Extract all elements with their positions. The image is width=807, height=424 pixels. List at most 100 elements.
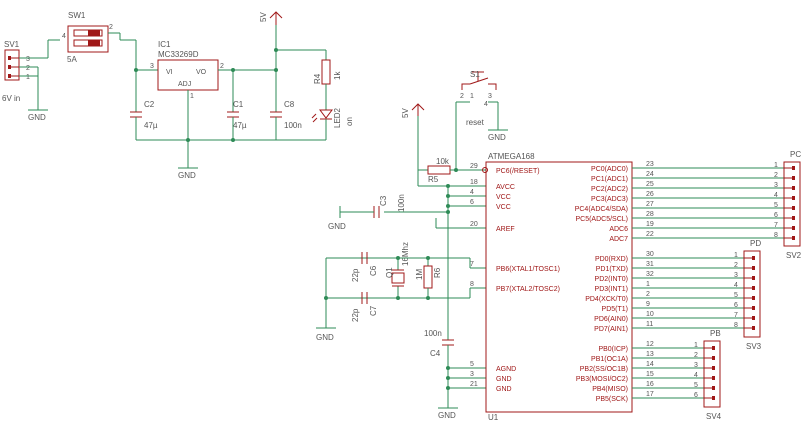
u1-pin-num: 21 [470,381,478,388]
u1-title: ATMEGA168 [488,152,535,161]
q1-name: Q1 [385,267,394,278]
s1-pin-4: 4 [484,101,488,108]
c7-name: C7 [369,305,378,316]
c3-value: 100n [397,194,406,212]
u1-pin-label: PD6(AIN0) [594,316,628,323]
sv1-connector: SV1 3 2 1 6V in [2,40,30,103]
pd-pin-num: 1 [734,252,738,259]
u1-pin-num: 28 [646,211,654,218]
pc-name: SV2 [786,251,802,260]
ic1-name: IC1 [158,40,171,49]
u1-name: U1 [488,413,499,422]
led2-diode: LED2 on [311,107,354,128]
u1-pin-label: PD4(XCK/T0) [585,296,628,303]
u1-pin-label: ADC6 [609,226,628,233]
u1-pin-label: PD7(AIN1) [594,326,628,333]
pb-pin-mark [712,366,715,370]
ic1-regulator: IC1 MC33269D VI VO ADJ 3 2 1 [150,40,224,100]
u1-pin-label: PB3(MOSI/OC2) [576,376,628,383]
supply-5v-top: 5V [259,11,283,25]
ic1-pin-adj: 1 [190,93,194,100]
c3-name: C3 [379,195,388,206]
sw1-switch: SW1 5A 4 2 [62,11,113,64]
u1-pin-num: 27 [646,201,654,208]
r6-resistor: 1M R6 [415,265,442,289]
u1-pin-label: PD3(INT1) [595,286,628,293]
u1-pin-num: 16 [646,381,654,388]
u1-pin-num: 6 [470,199,474,206]
c1-name: C1 [233,100,244,109]
u1-pin-label: GND [496,386,512,393]
pc-pin-mark [792,196,795,200]
u1-pin-num: 8 [470,281,474,288]
r6-name: R6 [433,267,442,278]
u1-pin-num: 29 [470,163,478,170]
r5-name: R5 [428,175,439,184]
u1-pin-label: GND [496,376,512,383]
pc-header: PC SV2 [783,150,802,260]
pb-title: PB [710,329,721,338]
u1-pin-label: VCC [496,194,511,201]
q1-value: 16Mhz [401,242,410,266]
u1-pin-label: VCC [496,204,511,211]
u1-pin-label: PC2(ADC2) [591,186,628,193]
c8-value: 100n [284,121,302,130]
u1-pin-num: 25 [646,181,654,188]
s1-pin-1: 1 [470,93,474,100]
pd-pin-mark [752,296,755,300]
pd-pin-num: 6 [734,302,738,309]
u1-pin-num: 10 [646,311,654,318]
s1-pin-3: 3 [488,93,492,100]
u1-pin-num: 2 [646,291,650,298]
u1-pin-label: AGND [496,366,516,373]
pb-pin-num: 2 [694,352,698,359]
pc-pin-num: 8 [774,232,778,239]
supply-top-label: 5V [259,12,268,22]
c8-name: C8 [284,100,295,109]
sw1-pin-a: 4 [62,33,66,40]
c2-value: 47µ [144,121,158,130]
pb-pin-mark [712,396,715,400]
u1-left-pins: 29PC6(/RESET)18AVCC4VCC6VCC20AREF7PB6(XT… [470,163,560,393]
pd-pin-num: 7 [734,312,738,319]
ic1-vo-label: VO [196,69,207,76]
pb-pin-mark [712,346,715,350]
c2-capacitor: C2 47µ [130,100,158,130]
sv1-value: 6V in [2,94,20,103]
pd-pin-mark [752,276,755,280]
sv1-name: SV1 [4,40,20,49]
sv1-pin-2: 2 [26,65,30,72]
c4-capacitor: 100n C4 [424,329,454,358]
pc-pin-num: 1 [774,162,778,169]
pd-name: SV3 [746,342,762,351]
pb-pin-num: 6 [694,392,698,399]
pb-name: SV4 [706,412,722,421]
c3-capacitor: C3 100n [373,194,406,218]
u1-pin-label: PD1(TXD) [596,266,628,273]
pd-pin-mark [752,306,755,310]
u1-pin-label: PD0(RXD) [595,256,628,263]
pb-pin-num: 5 [694,382,698,389]
u1-pin-label: PB1(OC1A) [591,356,628,363]
pd-pin-mark [752,326,755,330]
pc-title: PC [790,150,801,159]
pc-pin-num: 2 [774,172,778,179]
pb-pin-num: 4 [694,372,698,379]
u1-pin-num: 26 [646,191,654,198]
u1-pin-label: PC3(ADC3) [591,196,628,203]
led2-name: LED2 [333,107,342,128]
pd-pin-num: 2 [734,262,738,269]
u1-pin-num: 1 [646,281,650,288]
u1-pin-num: 11 [646,321,653,328]
pc-pin-mark [792,186,795,190]
ic1-value: MC33269D [158,50,199,59]
u1-pin-num: 15 [646,371,654,378]
pd-header: PD SV3 [743,239,762,351]
c2-name: C2 [144,100,155,109]
pd-pin-mark [752,266,755,270]
c6-capacitor: 22p C6 [351,252,378,282]
pd-pin-num: 5 [734,292,738,299]
u1-pin-num: 13 [646,351,654,358]
